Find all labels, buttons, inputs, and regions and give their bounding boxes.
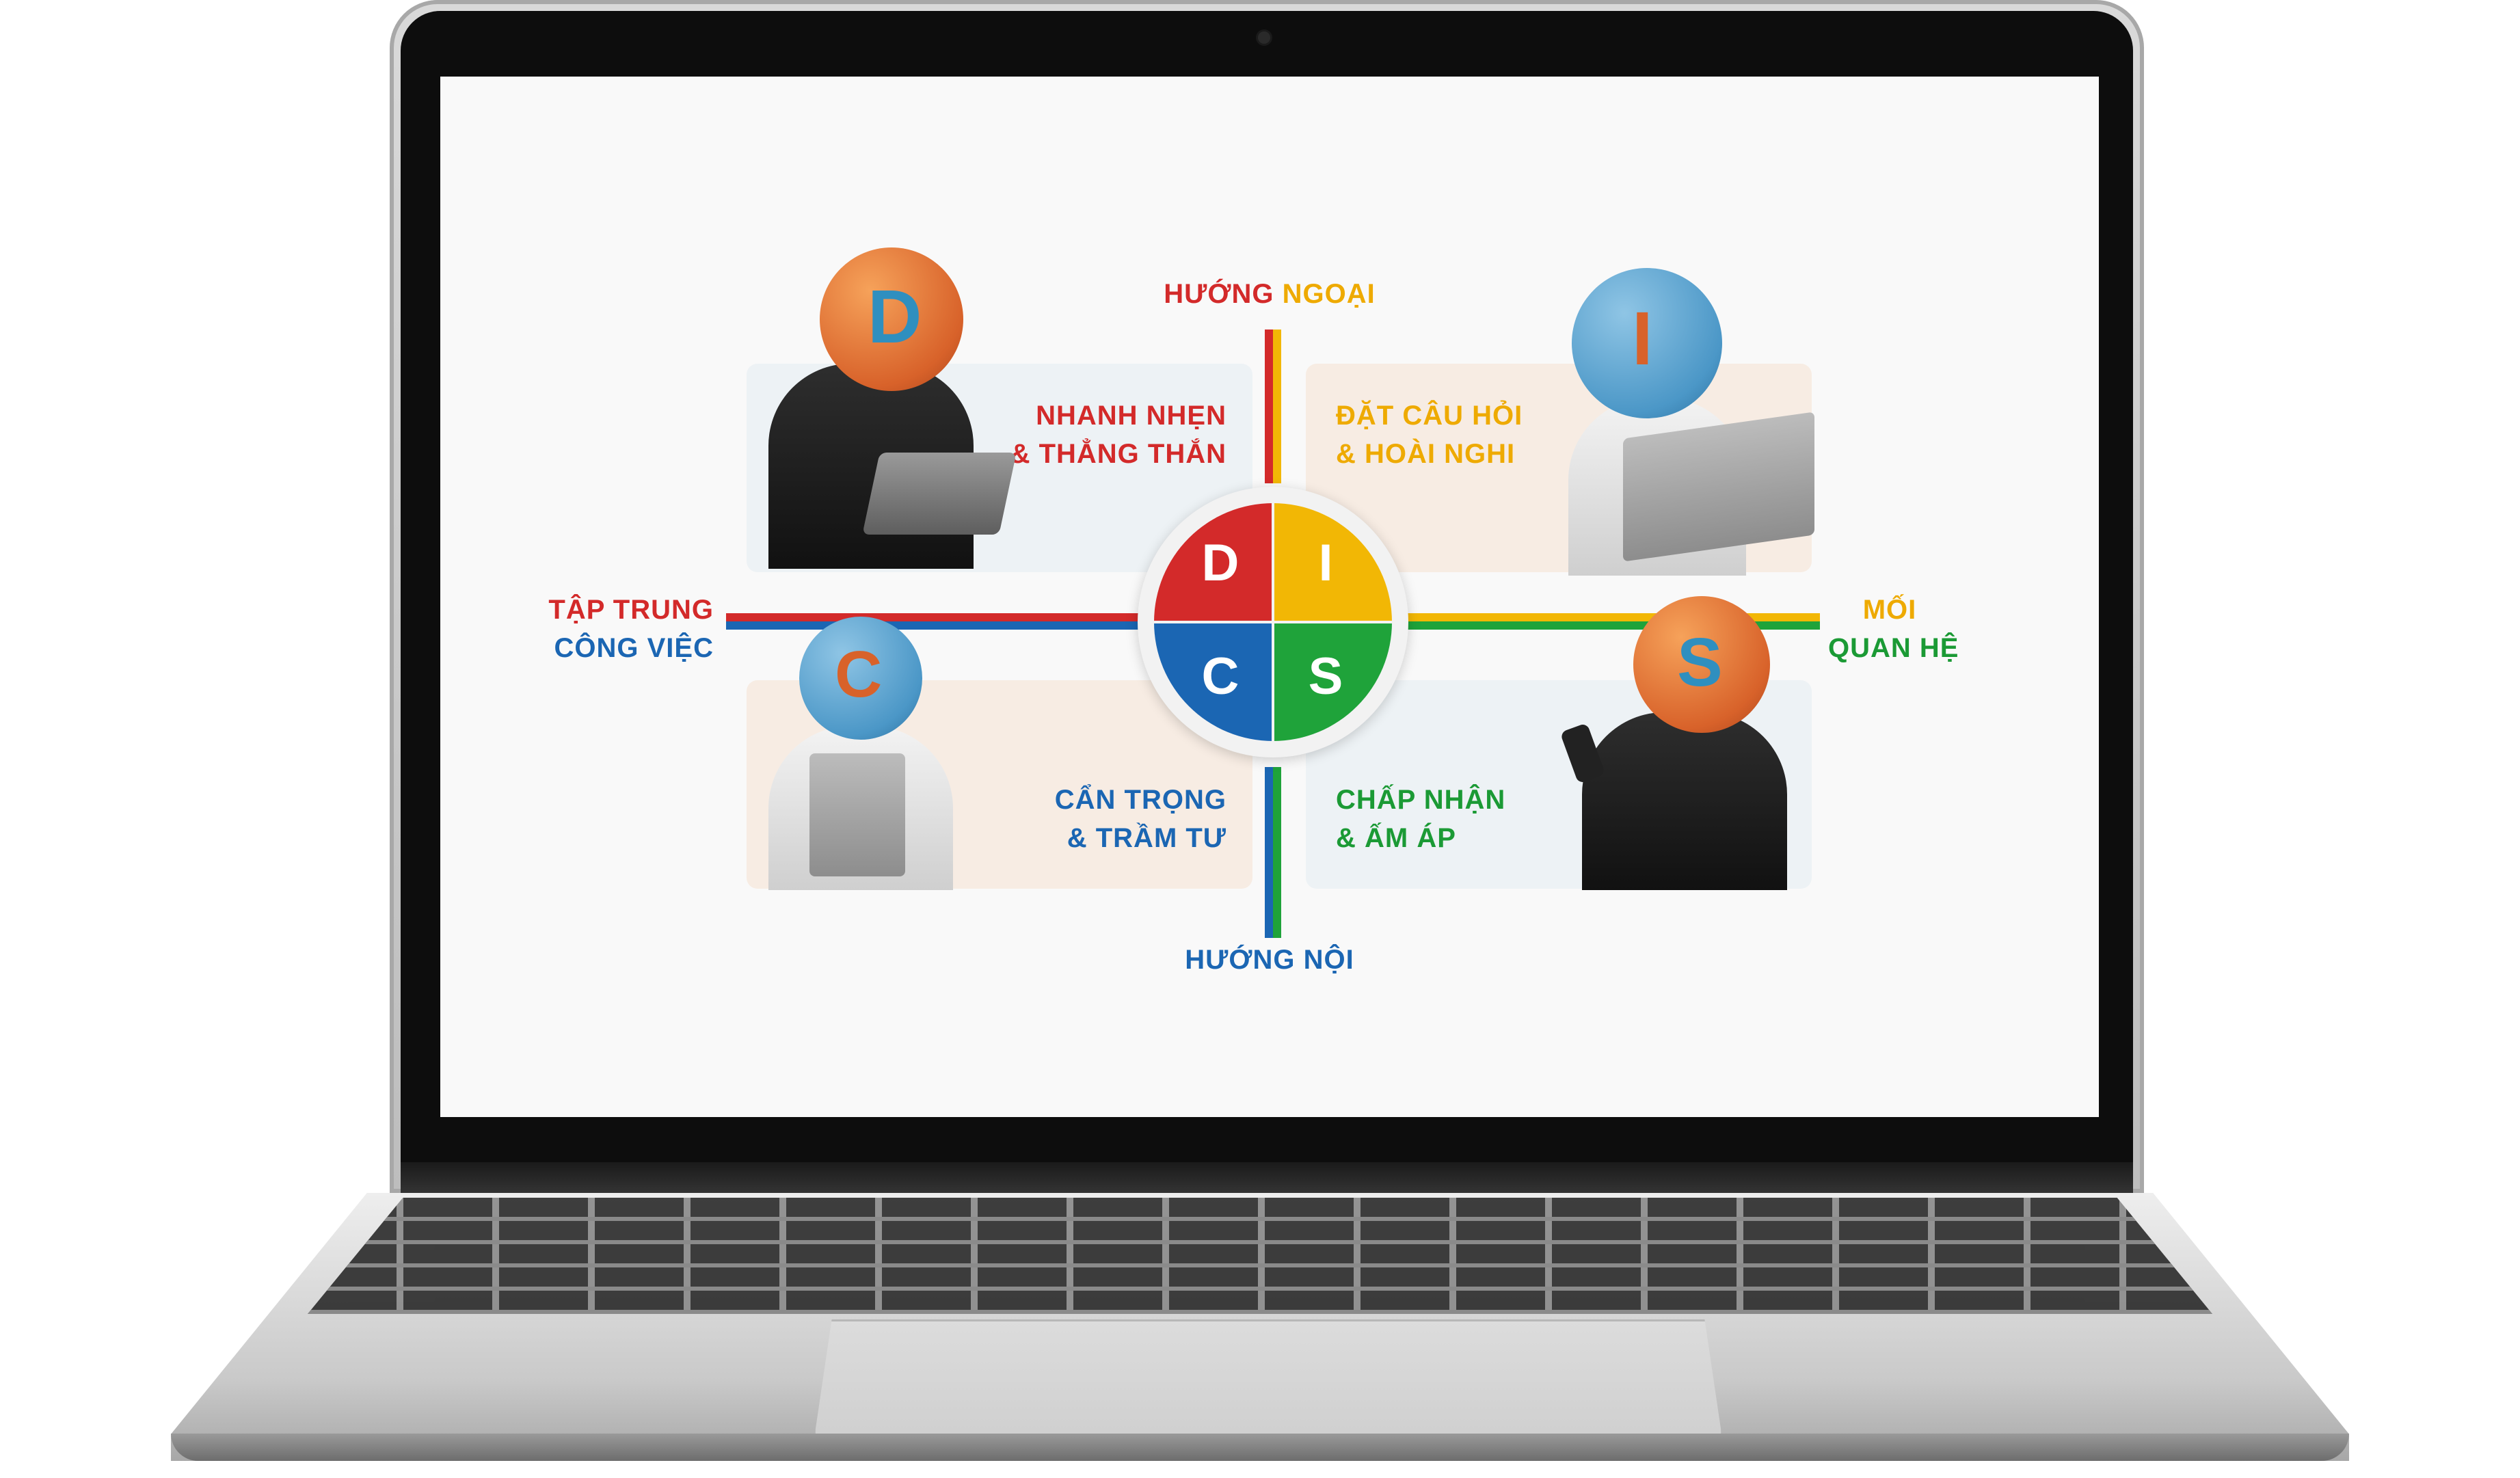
head-d-letter: D <box>868 275 922 359</box>
person-folder-icon: I <box>1466 268 1821 576</box>
disc-letter-i: I <box>1318 534 1333 592</box>
quadrant-i-line1: ĐẶT CÂU HỎI <box>1336 401 1523 431</box>
laptop-prop <box>862 453 1017 535</box>
quadrant-c-line2: & TRẦM TƯ <box>1067 823 1227 853</box>
axis-label-top: HƯỚNG NGOẠI <box>1124 279 1415 310</box>
quadrant-c-line1: CẨN TRỌNG <box>1054 785 1227 815</box>
axis-left-bar-red <box>726 613 1150 621</box>
axis-bottom-bar-blue <box>1265 767 1273 938</box>
quadrant-s-line2: & ẤM ÁP <box>1336 823 1456 853</box>
quadrant-c-text: CẨN TRỌNG & TRẦM TƯ <box>967 781 1227 857</box>
quadrant-d-text: NHANH NHẸN & THẲNG THẮN <box>994 397 1227 473</box>
quadrant-i-text: ĐẶT CÂU HỎI & HOÀI NGHI <box>1336 397 1568 473</box>
axis-top-bar-red <box>1265 330 1273 483</box>
camera-icon <box>1258 31 1270 44</box>
quadrant-d-line2: & THẲNG THẮN <box>1010 439 1227 469</box>
head-s-letter: S <box>1677 624 1723 701</box>
clipboard-prop <box>809 753 905 876</box>
head-s: S <box>1633 596 1770 733</box>
trackpad <box>814 1319 1723 1442</box>
axis-right-line1: MỐI <box>1862 595 1917 625</box>
folder-prop <box>1623 412 1814 562</box>
disc-circle: D I C S <box>1154 503 1392 741</box>
disc-quadrant-d <box>1154 503 1273 622</box>
axis-label-left: TẬP TRUNG CÔNG VIỆC <box>543 591 714 667</box>
businessman-phone-icon: S <box>1555 596 1808 890</box>
laptop-base-lip <box>171 1434 2349 1461</box>
axis-left-line1: TẬP TRUNG <box>548 595 714 625</box>
quadrant-s-text: CHẤP NHẬN & ẤM ÁP <box>1336 781 1582 857</box>
axis-label-right: MỐI QUAN HỆ <box>1828 591 1959 667</box>
disc-letter-c: C <box>1201 647 1239 706</box>
head-d: D <box>820 247 963 391</box>
quadrant-i-line2: & HOÀI NGHI <box>1336 439 1516 469</box>
axis-top-word2: NGOẠI <box>1282 279 1376 309</box>
head-i: I <box>1572 268 1722 418</box>
axis-left-line2: CÔNG VIỆC <box>554 633 714 663</box>
person-clipboard-icon: C <box>741 617 974 890</box>
disc-slide: HƯỚNG NGOẠI HƯỚNG NỘI TẬP TRUNG CÔNG VIỆ… <box>440 77 2099 1117</box>
laptop-screen: HƯỚNG NGOẠI HƯỚNG NỘI TẬP TRUNG CÔNG VIỆ… <box>440 77 2099 1117</box>
disc-quadrant-s <box>1273 622 1392 741</box>
axis-bottom-bar-green <box>1273 767 1281 938</box>
disc-quadrant-i <box>1273 503 1392 622</box>
head-i-letter: I <box>1632 297 1653 381</box>
axis-top-bar-yellow <box>1273 330 1281 483</box>
businessman-laptop-icon: D <box>755 247 1017 576</box>
disc-letter-s: S <box>1308 647 1343 706</box>
head-c: C <box>799 617 922 740</box>
disc-quadrant-c <box>1154 622 1273 741</box>
axis-label-bottom: HƯỚNG NỘI <box>1185 945 1354 975</box>
head-c-letter: C <box>835 638 883 711</box>
suit-body-s <box>1582 712 1787 890</box>
keyboard-rows <box>308 1198 2212 1314</box>
axis-top-word1: HƯỚNG <box>1164 279 1274 309</box>
disc-separator-horizontal <box>1154 621 1392 623</box>
axis-right-line2: QUAN HỆ <box>1828 633 1959 663</box>
quadrant-s-line1: CHẤP NHẬN <box>1336 785 1506 815</box>
disc-letter-d: D <box>1201 534 1239 592</box>
quadrant-d-line1: NHANH NHẸN <box>1036 401 1227 431</box>
laptop-hinge <box>401 1162 2133 1194</box>
